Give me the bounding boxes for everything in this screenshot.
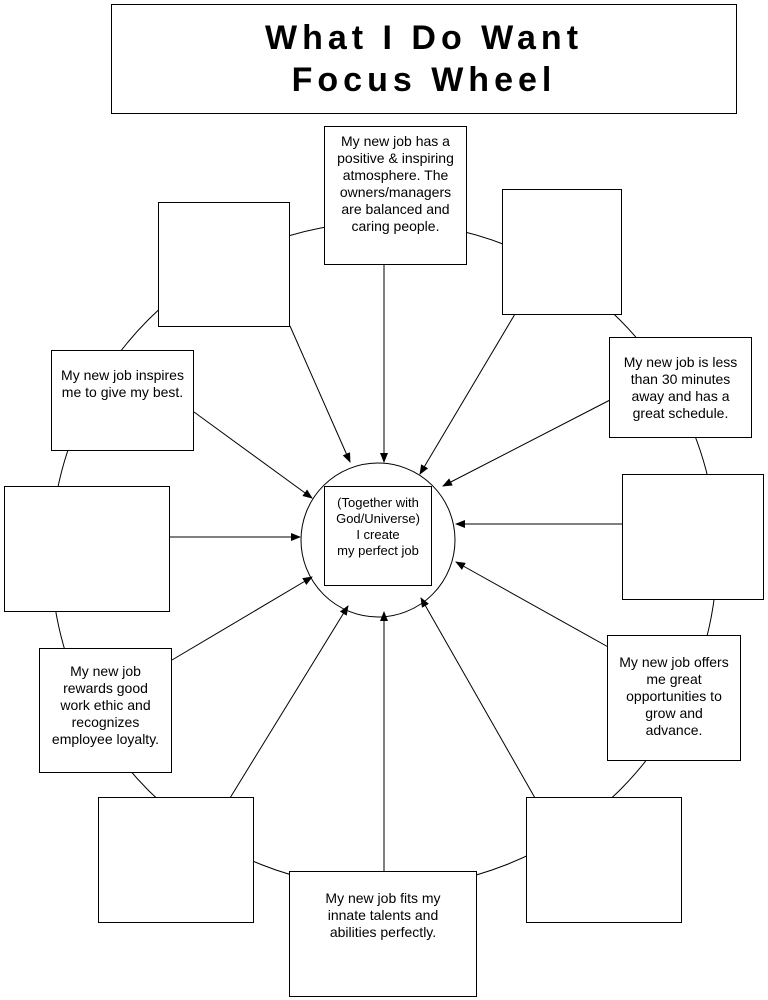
arrow-bottom-left bbox=[229, 605, 349, 799]
spoke-box-right-upper: My new job is less than 30 minutes away … bbox=[609, 337, 752, 438]
spoke-box-left-lower: My new job rewards good work ethic and r… bbox=[39, 648, 172, 773]
title-line-1: What I Do Want bbox=[264, 19, 584, 57]
spoke-box-bottom: My new job fits my innate talents and ab… bbox=[289, 871, 477, 997]
arrow-right-lower bbox=[455, 561, 611, 649]
spoke-text-bottom: My new job fits my innate talents and ab… bbox=[325, 890, 441, 940]
center-circle bbox=[300, 462, 456, 618]
arrow-top-right bbox=[419, 313, 516, 475]
spoke-text-right-lower: My new job offers me great opportunities… bbox=[619, 654, 729, 738]
spoke-text-right-upper: My new job is less than 30 minutes away … bbox=[623, 353, 738, 421]
spoke-box-left bbox=[4, 486, 170, 612]
arrow-left-upper bbox=[193, 411, 313, 499]
title-box: What I Do Want Focus Wheel bbox=[111, 4, 737, 114]
spoke-box-top-left bbox=[158, 202, 290, 327]
spoke-box-top-right bbox=[502, 189, 622, 315]
spoke-box-right bbox=[622, 474, 764, 600]
spoke-box-top: My new job has a positive & inspiring at… bbox=[324, 126, 467, 265]
spoke-text-left-lower: My new job rewards good work ethic and r… bbox=[51, 663, 160, 747]
spoke-box-right-lower: My new job offers me great opportunities… bbox=[607, 635, 741, 761]
arrow-bottom-right bbox=[420, 597, 536, 799]
arrow-left-lower bbox=[171, 576, 313, 661]
title-line-2: Focus Wheel bbox=[291, 61, 557, 99]
arrow-right-upper bbox=[442, 399, 611, 487]
center-statement-box: (Together with God/Universe) I create my… bbox=[324, 486, 432, 586]
center-statement-text: (Together with God/Universe) I create my… bbox=[336, 495, 420, 558]
spoke-text-top: My new job has a positive & inspiring at… bbox=[337, 133, 454, 234]
spoke-box-left-upper: My new job inspires me to give my best. bbox=[51, 350, 194, 451]
spoke-box-bottom-left bbox=[98, 797, 254, 923]
spoke-text-left-upper: My new job inspires me to give my best. bbox=[61, 367, 184, 400]
arrow-top-left bbox=[289, 325, 351, 463]
spoke-arrows bbox=[170, 264, 622, 871]
spoke-box-bottom-right bbox=[526, 797, 682, 923]
